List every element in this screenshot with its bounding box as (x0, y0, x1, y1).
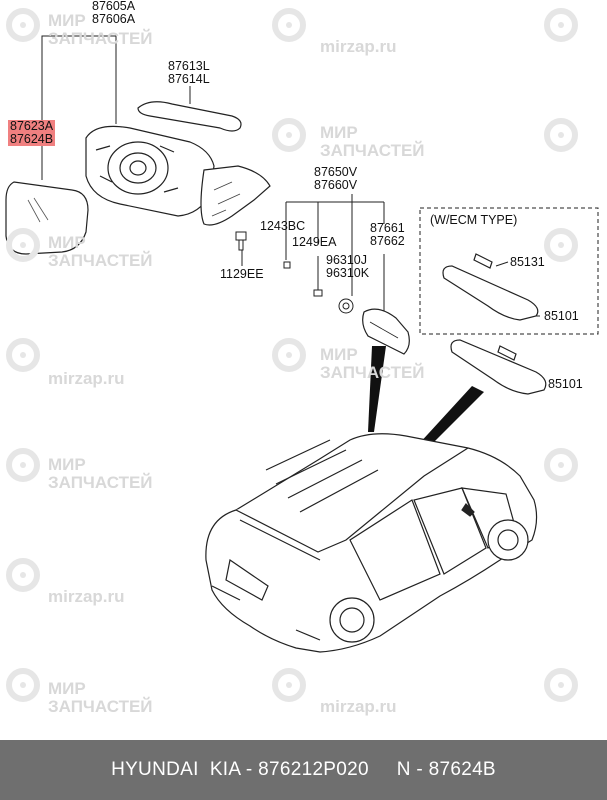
label-1129ee: 1129EE (220, 268, 264, 281)
vehicle (205, 433, 538, 653)
watermark-site: mirzap.ru (48, 588, 125, 606)
footer-separator: - (240, 759, 259, 780)
label-87660v-text: 87660V (314, 178, 358, 192)
watermark-logo (544, 8, 578, 42)
watermark-line1: МИР (320, 123, 358, 142)
label-87661-text: 87661 (370, 221, 405, 235)
watermark-line1: МИР (48, 11, 86, 30)
watermark-site-text: mirzap.ru (48, 369, 125, 388)
footer-brand: HYUNDAI KIA (111, 759, 241, 780)
watermark-line2: ЗАПЧАСТЕЙ (320, 363, 425, 382)
label-85131-text: 85131 (510, 255, 545, 269)
label-1249ea-text: 1249EA (292, 235, 337, 249)
watermark-line2: ЗАПЧАСТЕЙ (48, 697, 153, 716)
watermark-site-text: mirzap.ru (48, 587, 125, 606)
label-1243bc: 1243BC (260, 220, 305, 233)
footer-bar: HYUNDAI KIA - 876212P020 N - 87624B (0, 740, 607, 800)
footer-gap (369, 759, 397, 780)
inside-mirror-ecm (442, 253, 539, 321)
bolt-1129ee (235, 231, 247, 251)
watermark-site-text: mirzap.ru (320, 37, 397, 56)
label-87613l-text: 87613L (168, 59, 210, 73)
watermark-line2: ЗАПЧАСТЕЙ (48, 251, 153, 270)
watermark-logo (544, 668, 578, 702)
watermark-site: mirzap.ru (320, 698, 397, 716)
label-87623a-text: 87623A (10, 119, 54, 133)
watermark-logo (544, 448, 578, 482)
leader-85131 (495, 261, 509, 267)
label-ecm-type-text: (W/ECM TYPE) (430, 213, 518, 227)
watermark-logo (6, 228, 40, 262)
watermark-logo (6, 668, 40, 702)
footer-n-number: N - 87624B (396, 759, 496, 780)
ecm-box (419, 207, 599, 335)
label-96310j-text: 96310J (326, 253, 368, 267)
lamp-96310j (338, 298, 354, 314)
label-87606a-text: 87606A (92, 12, 136, 26)
label-87614l-text: 87614L (168, 72, 210, 86)
label-85101-ecm: 85101 (544, 310, 579, 323)
watermark-site: mirzap.ru (48, 370, 125, 388)
label-1129ee-text: 1129EE (220, 267, 264, 281)
watermark-logo (272, 8, 306, 42)
label-85101: 85101 (548, 378, 583, 391)
footer-part-number: 876212P020 (258, 759, 369, 780)
watermark-line1: МИР (48, 679, 86, 698)
watermark-logo (6, 448, 40, 482)
label-96310k-text: 96310K (326, 266, 370, 280)
leader-87650v (285, 194, 385, 318)
watermark-logo (272, 338, 306, 372)
watermark-line1: МИР (48, 455, 86, 474)
watermark-line2: ЗАПЧАСТЕЙ (48, 473, 153, 492)
watermark-logo (6, 558, 40, 592)
label-1243bc-text: 1243BC (260, 219, 306, 233)
watermark-logo (544, 228, 578, 262)
label-87624b-text: 87624B (10, 132, 54, 146)
label-87605a-text: 87605A (92, 0, 136, 13)
label-85101-ecm-text: 85101 (544, 309, 579, 323)
label-87650v-text: 87650V (314, 165, 358, 179)
screw-1243bc (283, 261, 291, 269)
watermark-logo (6, 8, 40, 42)
watermark-site-text: mirzap.ru (320, 697, 397, 716)
inside-mirror (450, 339, 547, 395)
watermark-logo (272, 668, 306, 702)
watermark-line1: МИР (48, 233, 86, 252)
label-85131: 85131 (510, 256, 545, 269)
label-ecm-type: (W/ECM TYPE) (430, 214, 517, 227)
watermark-logo (272, 118, 306, 152)
watermark-line1: МИР (320, 345, 358, 364)
watermark-logo (544, 118, 578, 152)
parts-diagram (5, 35, 599, 653)
label-1249ea: 1249EA (292, 236, 336, 249)
watermark-logo (6, 338, 40, 372)
watermark-line2: ЗАПЧАСТЕЙ (48, 29, 153, 48)
label-87662-text: 87662 (370, 234, 405, 248)
leader-87605a (41, 35, 117, 124)
cover-strip (137, 101, 242, 132)
mirror-housing (85, 125, 215, 217)
screw-1249ea (313, 289, 323, 297)
mirror-base (200, 165, 271, 226)
watermark-line2: ЗАПЧАСТЕЙ (320, 141, 425, 160)
watermark-site: mirzap.ru (320, 38, 397, 56)
pointer-door (368, 346, 386, 432)
label-85101-text: 85101 (548, 377, 583, 391)
